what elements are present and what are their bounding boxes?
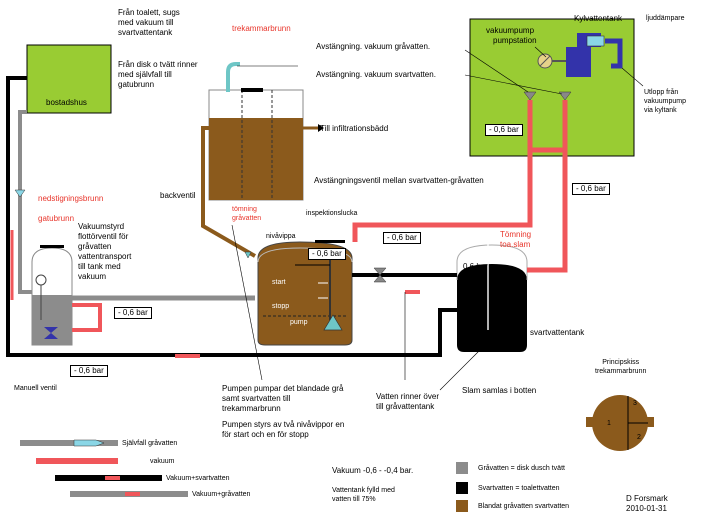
pressure-label: - 0,6 bar [485,124,523,136]
label-gatubrunn: gatubrunn [38,214,75,223]
label-bostadshus: bostadshus [46,98,87,107]
pressure-label: - 0,6 bar [572,183,610,195]
label-nivavippa: nivåvippa [266,233,296,240]
vent-pipe [226,62,240,92]
pressure-label: - 0,6 bar [308,248,346,260]
label-tomning-gravatten: tömning gråvatten [232,206,262,222]
house-box [26,44,112,114]
mixed-return-pipe [201,126,256,258]
label-tomning-toa: Tömning toa.slam [500,230,532,249]
label-utlopp: Utlopp från vakuumpump via kyltank [644,89,687,114]
label-nedstigningsbrunn: nedstigningsbrunn [38,194,104,203]
legend-label-vacuum: vakuum [150,458,175,465]
label-backventil: backventil [160,191,196,200]
three-chamber-fill [209,118,303,200]
label-pump: pump [290,319,308,326]
label-kylvattentank: Kylvattentank [574,14,623,23]
legend-line-vacuum [36,458,118,464]
sketch-num-3: 3 [633,400,637,407]
legend-label-vacuum-black: Vakuum+svartvatten [166,475,230,482]
black-water-tank [457,264,527,352]
label-vakuumstyrd: Vakuumstyrd flottörventil för gråvatten … [78,222,132,281]
sketch-num-1: 1 [607,420,611,427]
mixed-water-tank [257,241,353,346]
label-vacuum-range: Vakuum -0,6 - -0,4 bar. [332,466,414,475]
label-manuell-ventil: Manuell ventil [14,385,57,392]
legend-line-gravity [20,440,118,446]
label-start: start [272,279,286,286]
label-svartvattentank: svartvattentank [530,328,585,337]
label-ljuddampare: ljuddämpare [646,15,685,22]
label-vatten-rinner: Vatten rinner över till gråvattentank [376,392,439,411]
label-trekammarbrunn: trekammarbrunn [232,24,291,33]
key-gray [456,462,468,474]
label-pumpen-pumpar: Pumpen pumpar det blandade grå samt svar… [222,384,344,413]
label-stopp: stopp [272,303,290,310]
pressure-label: - 0,6 bar [383,232,421,244]
label-inspektionslucka: inspektionslucka [306,210,358,217]
manual-valve-icon [44,327,58,333]
pressure-label-tank: 0,6 bar [463,262,488,271]
legend-label-vacuum-gray: Vakuum+gråvatten [192,491,251,498]
label-author: D Forsmark 2010-01-31 [626,494,668,513]
key-label-brown: Blandat gråvatten svartvatten [478,503,570,510]
principle-sketch [592,395,648,451]
label-avst-svart: Avstängning. vakuum svartvatten. [316,70,436,79]
label-slam: Slam samlas i botten [462,386,537,395]
sketch-num-2: 2 [637,434,641,441]
label-avst-ventil: Avstängningsventil mellan svartvatten-gr… [314,176,484,185]
key-black [456,482,468,494]
gray-gravity-pipe [18,110,32,294]
legend-label-gravity: Självfall gråvatten [122,440,178,447]
pressure-label: - 0,6 bar [70,365,108,377]
label-avst-grav: Avstängning. vakuum gråvatten. [316,42,431,51]
label-principskiss: Principskiss trekammarbrunn [595,359,647,375]
key-label-gray: Gråvatten = disk dusch tvätt [478,465,565,472]
vacuum-pump-body [566,47,591,77]
pressure-label: - 0,6 bar [114,307,152,319]
label-vakuumpump: vakuumpump [486,26,535,35]
black-vacuum-pipe [6,76,462,357]
key-label-black: Svartvatten = toalettvatten [478,485,560,492]
label-pumpstation: pumpstation [493,36,537,45]
label-pumpen-styrs: Pumpen styrs av två nivåvippor en för st… [222,420,345,439]
muffler-icon [586,35,605,47]
outlet-pipe [605,38,623,69]
label-from-dishes: Från disk o tvätt rinner med självfall t… [118,60,198,89]
label-from-toilet: Från toalett, sugs med vakuum till svart… [118,8,180,37]
key-brown [456,500,468,512]
label-vattentank-fylld: Vattentank fylld med vatten till 75% [332,487,395,503]
pump-icon [323,314,343,331]
label-till-infiltration: Till infiltrationsbädd [320,124,389,133]
red-vacuum-pipe-left [72,303,102,332]
red-vacuum-pipe-mid [352,150,533,242]
